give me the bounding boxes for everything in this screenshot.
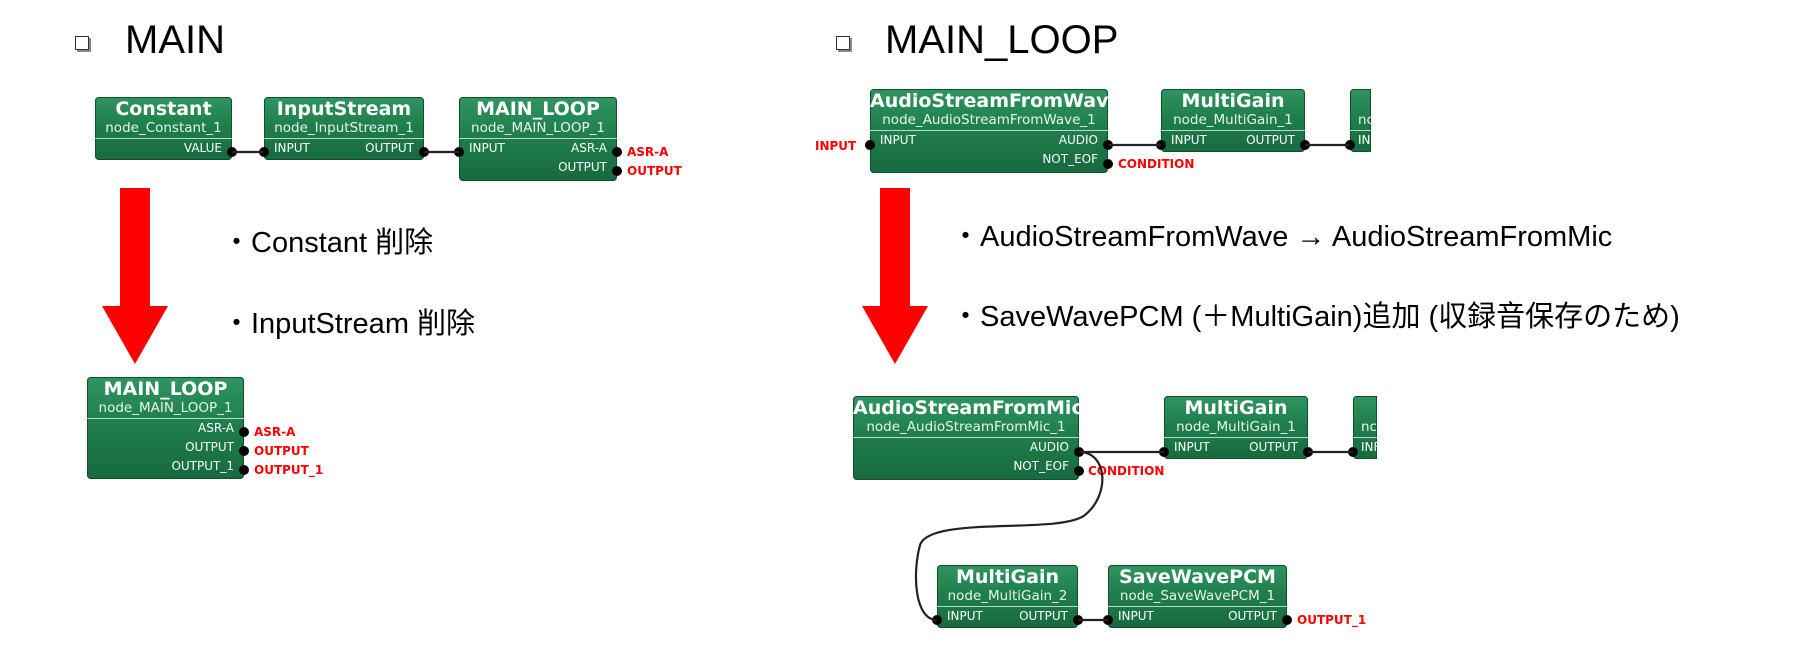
port-label-input: INPUT — [1174, 440, 1210, 454]
node-subtitle: node_MAIN_LOOP_1 — [87, 400, 244, 419]
port-dot[interactable] — [612, 147, 622, 157]
node-title: InputStream — [276, 98, 412, 120]
node-audiostreamfrommic[interactable]: AudioStreamFromMic node_AudioStreamFromM… — [853, 396, 1083, 480]
heading-bullet-icon — [75, 36, 89, 50]
port-label-output: OUTPUT — [365, 141, 414, 155]
node-title: Constant — [115, 98, 212, 120]
port-label-output-1: OUTPUT_1 — [171, 459, 234, 473]
port-label-asr-a: ASR-A — [198, 421, 234, 435]
node-main-loop-top[interactable]: MAIN_LOOP node_MAIN_LOOP_1 INPUT ASR-A OU… — [459, 97, 617, 181]
main-loop-heading: MAIN_LOOP — [885, 18, 1119, 62]
port-dot[interactable] — [239, 427, 249, 437]
port-label-output: OUTPUT — [1246, 133, 1295, 147]
node-constant[interactable]: Constant node_Constant_1 VALUE — [95, 97, 232, 160]
port-label-value: VALUE — [183, 141, 222, 155]
port-label-input: IN — [1358, 133, 1371, 147]
port-label-audio: AUDIO — [1029, 440, 1069, 454]
port-label-input: INPUT — [947, 609, 983, 623]
node-title: MAIN_LOOP — [476, 98, 600, 120]
port-dot[interactable] — [612, 166, 622, 176]
node-subtitle: node_AudioStreamFromMic_1 — [853, 419, 1079, 438]
external-output-label: OUTPUT — [254, 444, 309, 458]
change-note: ・AudioStreamFromWave → AudioStreamFromMi… — [951, 221, 1613, 253]
port-label-output: OUTPUT — [1019, 609, 1068, 623]
node-title: MAIN_LOOP — [103, 378, 228, 400]
node-title: MultiGain — [1181, 90, 1285, 112]
node-subtitle: node_MultiGain_2 — [937, 588, 1078, 607]
port-label-input: INPUT — [1118, 609, 1154, 623]
external-output-label: OUTPUT_1 — [1297, 613, 1367, 627]
port-label-not-eof: NOT_EOF — [1042, 152, 1098, 166]
port-dot[interactable] — [1074, 466, 1084, 476]
change-note: ・SaveWavePCM (＋MultiGain)追加 (収録音保存のため) — [951, 301, 1680, 333]
node-subtitle: node_SaveWavePCM_1 — [1108, 588, 1287, 607]
external-output-label: OUTPUT — [627, 164, 682, 178]
node-subtitle: node_InputStream_1 — [264, 120, 424, 139]
port-label-asr-a: ASR-A — [571, 141, 607, 155]
port-label-audio: AUDIO — [1058, 133, 1098, 147]
port-label-input: INPUT — [880, 133, 916, 147]
port-label-not-eof: NOT_EOF — [1013, 459, 1069, 473]
heading-bullet-icon — [836, 36, 850, 50]
port-dot[interactable] — [1103, 159, 1113, 169]
port-dot[interactable] — [239, 446, 249, 456]
node-main-loop-bottom[interactable]: MAIN_LOOP node_MAIN_LOOP_1 ASR-A OUTPUT … — [87, 377, 244, 479]
port-dot[interactable] — [239, 465, 249, 475]
node-title: AudioStreamFromWave — [870, 90, 1122, 112]
node-inputstream[interactable]: InputStream node_InputStream_1 INPUT OUTP… — [264, 97, 424, 160]
external-output-label: ASR-A — [254, 425, 296, 439]
port-label-output: OUTPUT — [1249, 440, 1298, 454]
external-output-label: OUTPUT_1 — [254, 463, 324, 477]
node-title: MultiGain — [1184, 397, 1288, 419]
external-output-label: CONDITION — [1088, 464, 1165, 478]
port-label-output: OUTPUT — [1228, 609, 1277, 623]
node-multigain-1[interactable]: MultiGain node_MultiGain_1 INPUT OUTPUT — [1164, 396, 1308, 459]
transform-arrow-icon — [102, 188, 168, 364]
transform-arrow-icon — [862, 188, 928, 364]
node-cropped-bottom[interactable]: nc INF — [1353, 396, 1377, 459]
change-note: ・Constant 削除 — [222, 227, 434, 259]
port-label-input: INF — [1361, 440, 1377, 454]
node-cropped-top[interactable]: nc IN — [1350, 89, 1371, 152]
node-subtitle: nc — [1350, 112, 1371, 131]
port-label-output: OUTPUT — [185, 440, 234, 454]
node-savewavepcm[interactable]: SaveWavePCM node_SaveWavePCM_1 INPUT OUTP… — [1108, 565, 1287, 628]
node-subtitle: node_Constant_1 — [95, 120, 232, 139]
port-label-output: OUTPUT — [558, 160, 607, 174]
node-title: MultiGain — [956, 566, 1059, 588]
node-subtitle: nc — [1353, 419, 1377, 438]
node-multigain-top[interactable]: MultiGain node_MultiGain_1 INPUT OUTPUT — [1161, 89, 1305, 152]
port-dot[interactable] — [1282, 615, 1292, 625]
node-title: SaveWavePCM — [1119, 566, 1276, 588]
change-note: ・InputStream 削除 — [222, 308, 476, 340]
node-subtitle: node_MultiGain_1 — [1161, 112, 1305, 131]
node-subtitle: node_AudioStreamFromWave_1 — [870, 112, 1108, 131]
port-label-input: INPUT — [469, 141, 505, 155]
node-title: AudioStreamFromMic — [853, 397, 1083, 419]
node-subtitle: node_MultiGain_1 — [1164, 419, 1308, 438]
node-audiostreamfromwave[interactable]: AudioStreamFromWave node_AudioStreamFrom… — [870, 89, 1122, 173]
port-label-input: INPUT — [1171, 133, 1207, 147]
node-subtitle: node_MAIN_LOOP_1 — [459, 120, 617, 139]
node-multigain-2[interactable]: MultiGain node_MultiGain_2 INPUT OUTPUT — [937, 565, 1078, 628]
external-output-label: CONDITION — [1118, 157, 1195, 171]
external-input-label: INPUT — [815, 139, 857, 153]
main-heading: MAIN — [125, 18, 225, 62]
port-label-input: INPUT — [274, 141, 310, 155]
port-dot[interactable] — [865, 140, 875, 150]
external-output-label: ASR-A — [627, 145, 669, 159]
